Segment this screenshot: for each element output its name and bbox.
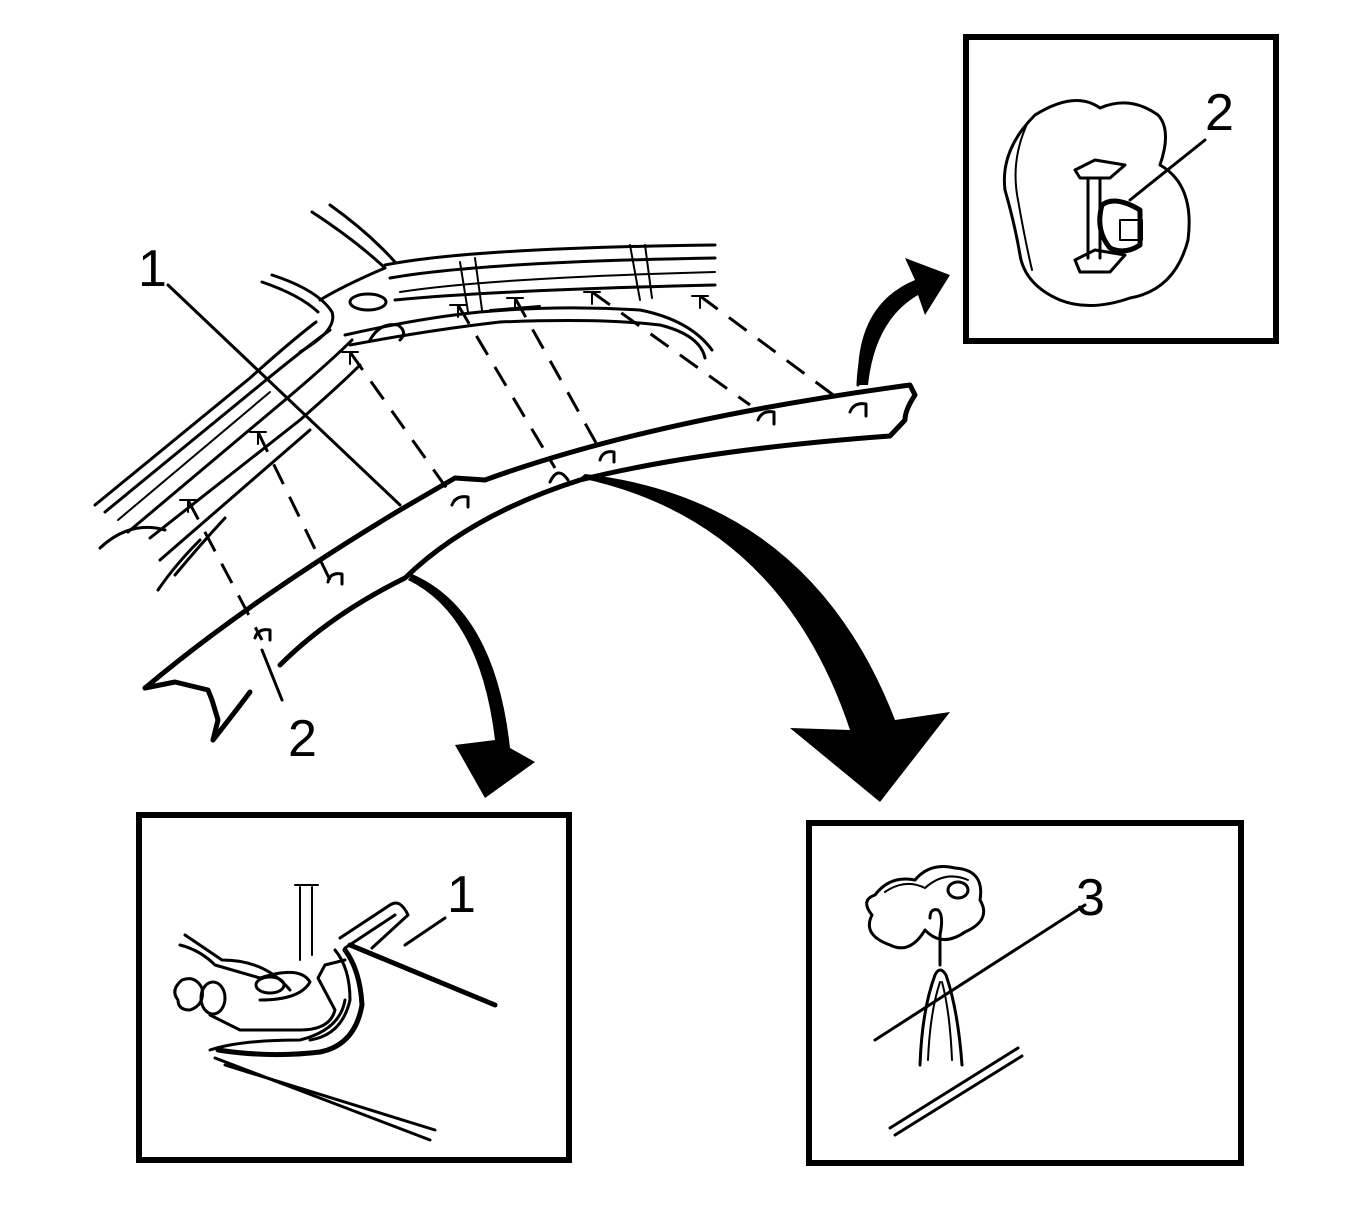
inset-bottom-right: 3 — [806, 820, 1244, 1166]
inset-bottom-left: 1 — [136, 812, 572, 1163]
inset-bottom-right-callout: 3 — [1076, 869, 1105, 927]
fastener-alignment-lines — [179, 290, 841, 641]
callout-molding: 1 — [138, 240, 167, 298]
inset-top-right: 2 — [963, 34, 1279, 344]
inset-top-right-callout: 2 — [1205, 84, 1234, 142]
headliner-molding — [142, 382, 918, 743]
arrow-to-top-right-inset — [856, 258, 950, 387]
inset-bottom-left-callout: 1 — [447, 866, 476, 924]
roof-structure — [93, 203, 717, 592]
leader-line-clip — [260, 648, 284, 702]
leader-line-molding — [166, 283, 402, 507]
arrow-to-bottom-right-inset — [580, 474, 950, 802]
arrow-to-bottom-left-inset — [408, 574, 535, 798]
callout-clip: 2 — [288, 710, 317, 768]
